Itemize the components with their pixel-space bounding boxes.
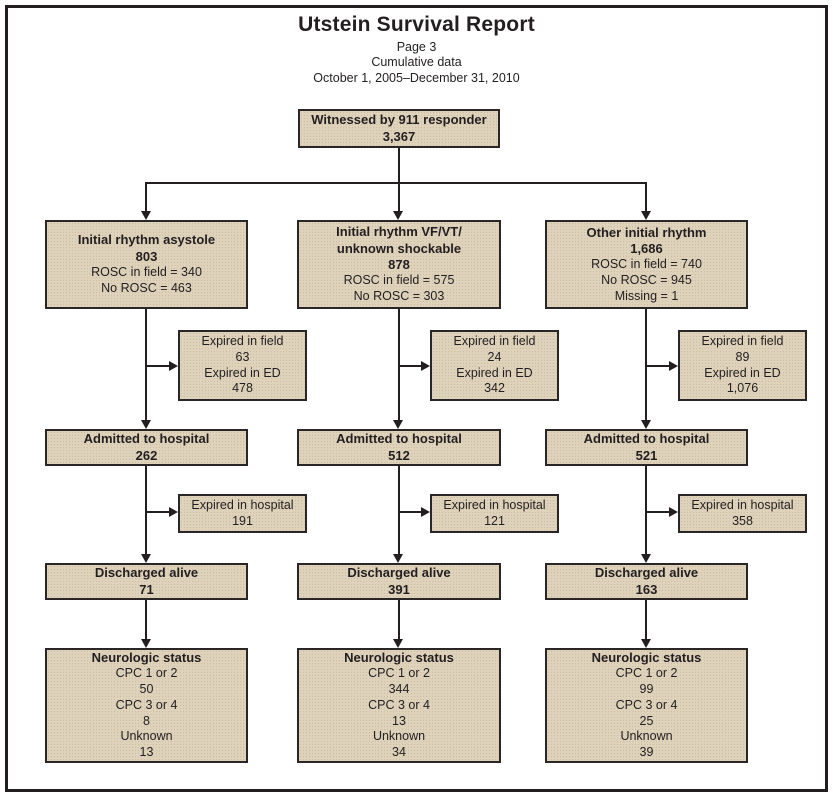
box-label: Initial rhythm VF/VT/ unknown shockable bbox=[336, 224, 462, 256]
box-value: 803 bbox=[135, 248, 158, 264]
box-label: Discharged alive bbox=[594, 565, 699, 581]
connector bbox=[645, 466, 647, 554]
arrowhead-right-icon bbox=[421, 506, 430, 517]
connector-branch-middle bbox=[398, 182, 400, 211]
arrowhead-down-icon bbox=[393, 420, 403, 429]
box-label: Witnessed by 911 responder bbox=[311, 112, 487, 128]
box-label: Neurologic status bbox=[91, 650, 202, 666]
connector bbox=[645, 309, 647, 420]
arrowhead-down-icon bbox=[641, 554, 651, 563]
arrowhead-down-icon bbox=[393, 554, 403, 563]
connector bbox=[145, 466, 147, 554]
box-details: Expired in field 63 Expired in ED 478 bbox=[201, 334, 284, 396]
box-expired-hospital-vf-vt: Expired in hospital 121 bbox=[430, 494, 559, 533]
box-value: 1,686 bbox=[630, 240, 663, 256]
arrowhead-right-icon bbox=[169, 360, 178, 371]
box-discharged-vf-vt: Discharged alive 391 bbox=[297, 563, 501, 600]
arrowhead-right-icon bbox=[669, 360, 678, 371]
box-value: 262 bbox=[135, 447, 158, 463]
connector bbox=[645, 600, 647, 639]
connector bbox=[146, 365, 169, 367]
connector-branch-horizontal bbox=[145, 182, 647, 184]
box-expired-field-asystole: Expired in field 63 Expired in ED 478 bbox=[178, 330, 307, 401]
box-expired-field-vf-vt: Expired in field 24 Expired in ED 342 bbox=[430, 330, 559, 401]
arrowhead-down-icon bbox=[641, 639, 651, 648]
box-rhythm-other: Other initial rhythm 1,686 ROSC in field… bbox=[545, 220, 748, 309]
box-label: Discharged alive bbox=[347, 565, 451, 581]
box-neurologic-asystole: Neurologic status CPC 1 or 2 50 CPC 3 or… bbox=[45, 648, 248, 763]
arrowhead-right-icon bbox=[421, 360, 430, 371]
box-details: CPC 1 or 2 99 CPC 3 or 4 25 Unknown 39 bbox=[615, 666, 678, 760]
box-rhythm-vf-vt: Initial rhythm VF/VT/ unknown shockable … bbox=[297, 220, 501, 309]
box-label: Neurologic status bbox=[344, 650, 454, 666]
box-value: 391 bbox=[388, 581, 410, 597]
box-value: 521 bbox=[635, 447, 658, 463]
arrowhead-down-icon bbox=[641, 420, 651, 429]
box-neurologic-vf-vt: Neurologic status CPC 1 or 2 344 CPC 3 o… bbox=[297, 648, 501, 763]
arrowhead-right-icon bbox=[169, 506, 178, 517]
connector-branch-right bbox=[645, 182, 647, 211]
report-header: Utstein Survival Report Page 3 Cumulativ… bbox=[0, 13, 833, 86]
connector bbox=[145, 600, 147, 639]
box-label: Admitted to hospital bbox=[583, 431, 710, 447]
box-expired-hospital-other: Expired in hospital 358 bbox=[678, 494, 807, 533]
box-witnessed-by-911: Witnessed by 911 responder 3,367 bbox=[298, 109, 500, 148]
box-details: CPC 1 or 2 50 CPC 3 or 4 8 Unknown 13 bbox=[115, 666, 178, 760]
box-value: 878 bbox=[388, 256, 410, 272]
box-admitted-asystole: Admitted to hospital 262 bbox=[45, 429, 248, 466]
box-neurologic-other: Neurologic status CPC 1 or 2 99 CPC 3 or… bbox=[545, 648, 748, 763]
box-value: 121 bbox=[484, 513, 505, 528]
box-value: 71 bbox=[139, 581, 154, 597]
box-label: Admitted to hospital bbox=[336, 431, 462, 447]
arrowhead-down-icon bbox=[141, 639, 151, 648]
box-expired-field-other: Expired in field 89 Expired in ED 1,076 bbox=[678, 330, 807, 401]
arrowhead-down-icon bbox=[141, 554, 151, 563]
box-label: Neurologic status bbox=[591, 650, 702, 666]
box-label: Other initial rhythm bbox=[586, 224, 707, 240]
box-value: 3,367 bbox=[382, 128, 416, 144]
box-label: Expired in hospital bbox=[191, 497, 294, 512]
arrowhead-down-icon bbox=[141, 420, 151, 429]
connector-branch-left bbox=[145, 182, 147, 211]
connector bbox=[399, 365, 422, 367]
connector bbox=[399, 511, 422, 513]
box-value: 163 bbox=[635, 581, 658, 597]
box-details: CPC 1 or 2 344 CPC 3 or 4 13 Unknown 34 bbox=[368, 666, 430, 760]
box-admitted-other: Admitted to hospital 521 bbox=[545, 429, 748, 466]
page-border bbox=[5, 5, 828, 792]
connector bbox=[398, 309, 400, 420]
arrowhead-down-icon bbox=[141, 211, 151, 220]
box-expired-hospital-asystole: Expired in hospital 191 bbox=[178, 494, 307, 533]
box-details: ROSC in field = 575 No ROSC = 303 bbox=[343, 273, 455, 304]
box-label: Expired in hospital bbox=[691, 497, 794, 512]
connector bbox=[646, 365, 669, 367]
box-details: Expired in field 89 Expired in ED 1,076 bbox=[701, 334, 784, 396]
page-title: Utstein Survival Report bbox=[298, 13, 535, 36]
connector bbox=[398, 600, 400, 639]
box-details: Expired in field 24 Expired in ED 342 bbox=[453, 334, 536, 396]
box-label: Discharged alive bbox=[94, 565, 199, 581]
connector bbox=[145, 309, 147, 420]
arrowhead-down-icon bbox=[641, 211, 651, 220]
connector-root-stem bbox=[398, 148, 400, 183]
page-subtitle: Page 3 Cumulative data October 1, 2005–D… bbox=[313, 40, 520, 85]
box-label: Admitted to hospital bbox=[83, 431, 210, 447]
arrowhead-down-icon bbox=[393, 211, 403, 220]
connector bbox=[146, 511, 169, 513]
box-discharged-asystole: Discharged alive 71 bbox=[45, 563, 248, 600]
box-details: ROSC in field = 340 No ROSC = 463 bbox=[91, 265, 202, 295]
box-details: ROSC in field = 740 No ROSC = 945 Missin… bbox=[591, 257, 702, 303]
box-value: 191 bbox=[232, 513, 253, 528]
box-value: 512 bbox=[388, 447, 410, 463]
box-rhythm-asystole: Initial rhythm asystole 803 ROSC in fiel… bbox=[45, 220, 248, 309]
connector bbox=[646, 511, 669, 513]
box-label: Expired in hospital bbox=[443, 497, 546, 512]
connector bbox=[398, 466, 400, 554]
arrowhead-right-icon bbox=[669, 506, 678, 517]
box-label: Initial rhythm asystole bbox=[77, 232, 216, 248]
arrowhead-down-icon bbox=[393, 639, 403, 648]
box-admitted-vf-vt: Admitted to hospital 512 bbox=[297, 429, 501, 466]
box-value: 358 bbox=[732, 513, 753, 528]
box-discharged-other: Discharged alive 163 bbox=[545, 563, 748, 600]
